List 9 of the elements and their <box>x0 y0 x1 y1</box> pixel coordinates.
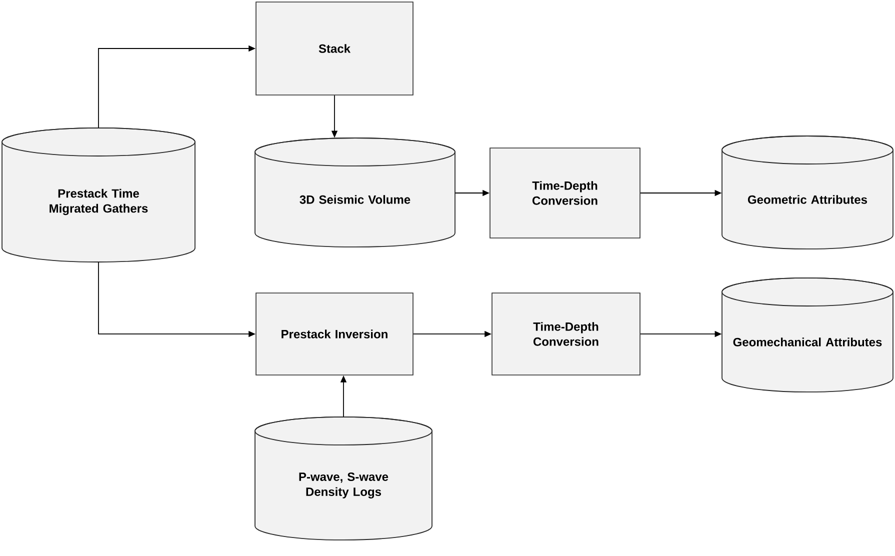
database-cylinder: P-wave, S-wave Density Logs <box>254 416 432 540</box>
database-cylinder: Geometric Attributes <box>722 136 894 250</box>
database-cylinder: Geomechanical Attributes <box>722 278 894 392</box>
process-box: Prestack Inversion <box>256 292 414 376</box>
process-box: Time-Depth Conversion <box>490 148 640 238</box>
database-cylinder: Prestack Time Migrated Gathers <box>2 128 196 262</box>
process-box: Time-Depth Conversion <box>492 292 640 376</box>
database-cylinder: 3D Seismic Volume <box>254 138 456 248</box>
process-box: Stack <box>256 2 414 96</box>
